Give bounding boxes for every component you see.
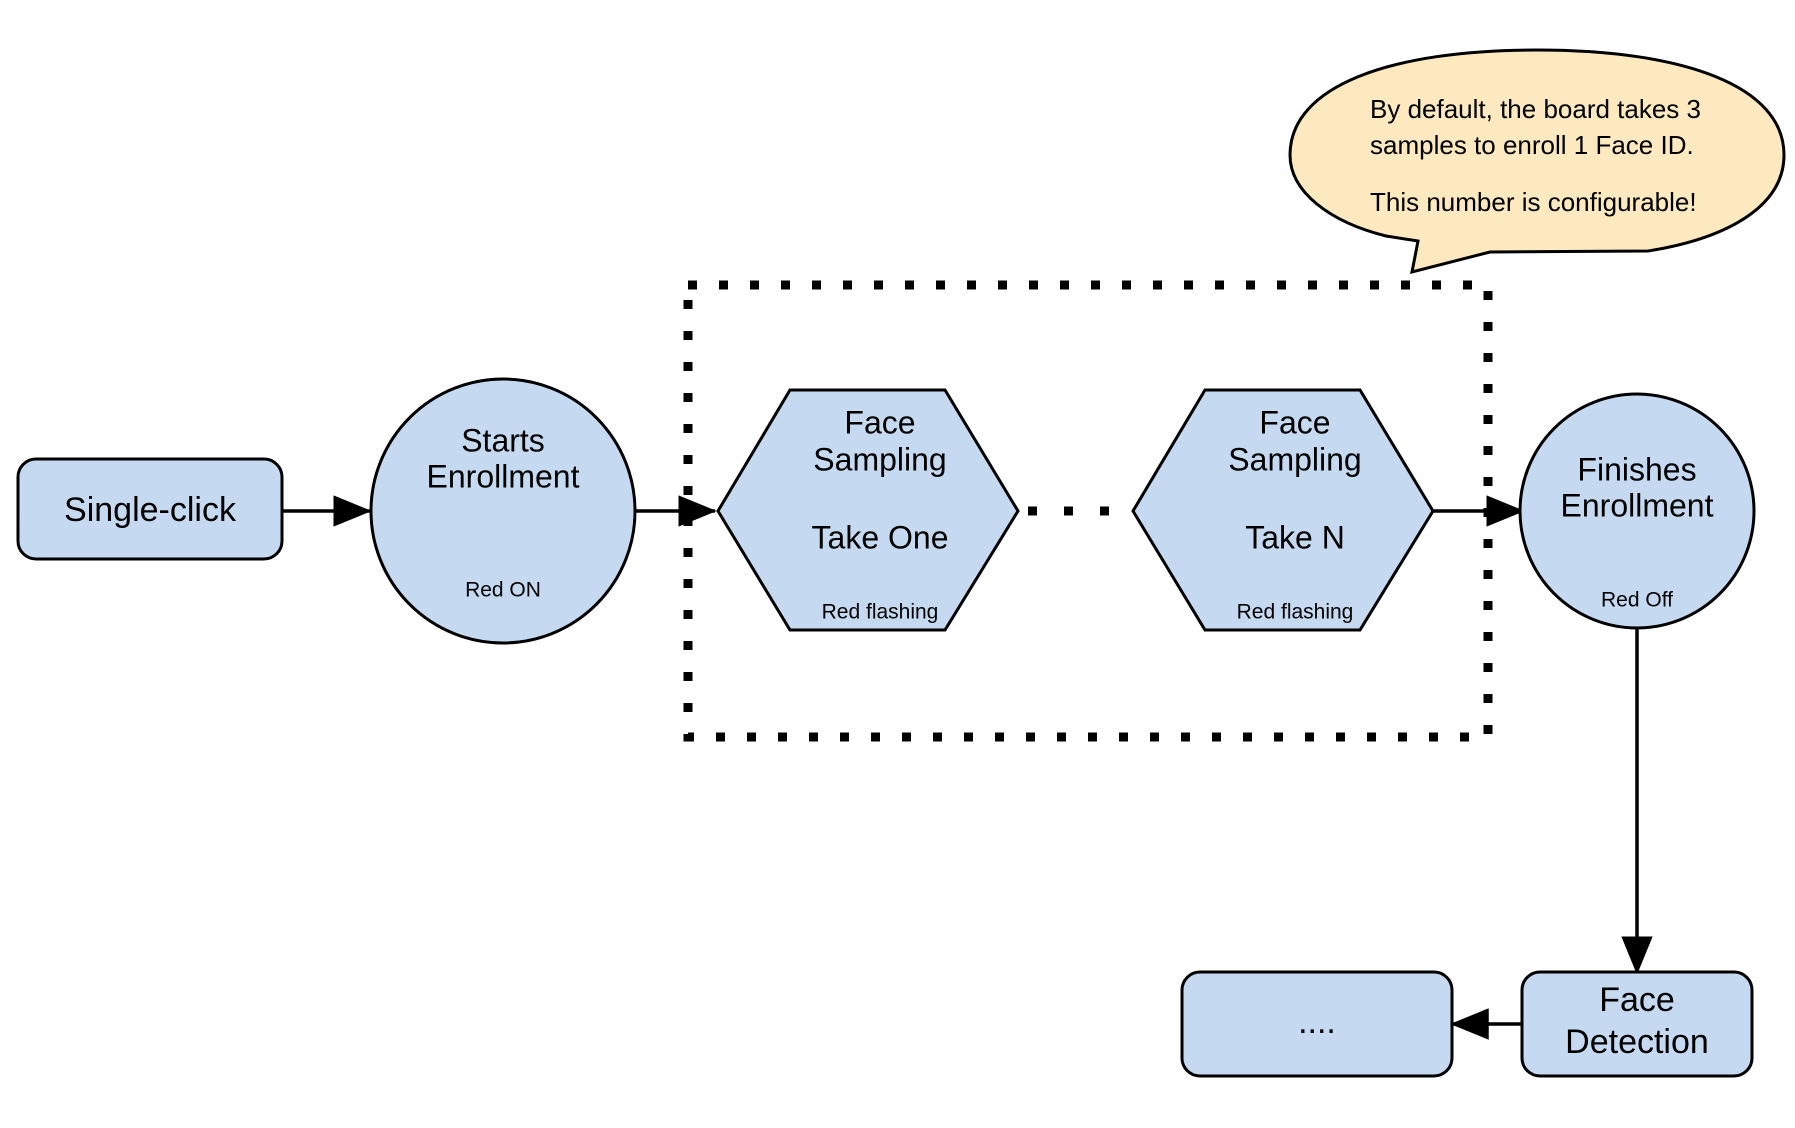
face-sampling-n-line1: Face: [1259, 404, 1330, 440]
callout-line1: By default, the board takes 3: [1370, 94, 1701, 124]
starts-enrollment-line2: Enrollment: [427, 458, 580, 494]
callout-line3: This number is configurable!: [1370, 187, 1697, 217]
node-single-click[interactable]: Single-click: [16, 457, 284, 561]
face-sampling-one-status: Red flashing: [822, 601, 939, 624]
starts-enrollment-status: Red ON: [465, 579, 541, 602]
node-more-steps[interactable]: ....: [1180, 970, 1454, 1078]
face-sampling-n-take: Take N: [1245, 519, 1345, 555]
single-click-box[interactable]: [16, 457, 284, 561]
starts-enrollment-line1: Starts: [461, 422, 545, 458]
finishes-enrollment-status: Red Off: [1601, 589, 1673, 612]
face-sampling-one-take: Take One: [812, 519, 949, 555]
face-sampling-one-line1: Face: [844, 404, 915, 440]
more-steps-box[interactable]: [1180, 970, 1454, 1078]
node-face-detection[interactable]: Face Detection: [1520, 970, 1754, 1078]
node-face-sampling-n[interactable]: Face Sampling Take N Red flashing: [1131, 388, 1435, 632]
face-sampling-one-line2: Sampling: [813, 441, 946, 477]
callout-line2: samples to enroll 1 Face ID.: [1370, 130, 1694, 160]
face-detection-box[interactable]: [1520, 970, 1754, 1078]
face-sampling-one-hexagon[interactable]: [716, 388, 1020, 632]
face-sampling-n-status: Red flashing: [1237, 601, 1354, 624]
node-finishes-enrollment[interactable]: Finishes Enrollment Red Off: [1518, 392, 1756, 630]
node-starts-enrollment[interactable]: Starts Enrollment Red ON: [369, 377, 637, 645]
starts-enrollment-circle[interactable]: [369, 377, 637, 645]
callout-note: By default, the board takes 3 samples to…: [1288, 48, 1786, 275]
node-face-sampling-one[interactable]: Face Sampling Take One Red flashing: [716, 388, 1020, 632]
single-click-label: Single-click: [64, 491, 237, 529]
face-detection-line2: Detection: [1565, 1023, 1709, 1061]
finishes-enrollment-circle[interactable]: [1518, 392, 1756, 630]
finishes-enrollment-line2: Enrollment: [1561, 487, 1714, 523]
face-sampling-n-hexagon[interactable]: [1131, 388, 1435, 632]
face-detection-line1: Face: [1599, 981, 1675, 1019]
callout-bubble: [1288, 48, 1786, 275]
more-steps-label: ....: [1298, 1003, 1336, 1041]
face-sampling-n-line2: Sampling: [1228, 441, 1361, 477]
finishes-enrollment-line1: Finishes: [1577, 451, 1696, 487]
